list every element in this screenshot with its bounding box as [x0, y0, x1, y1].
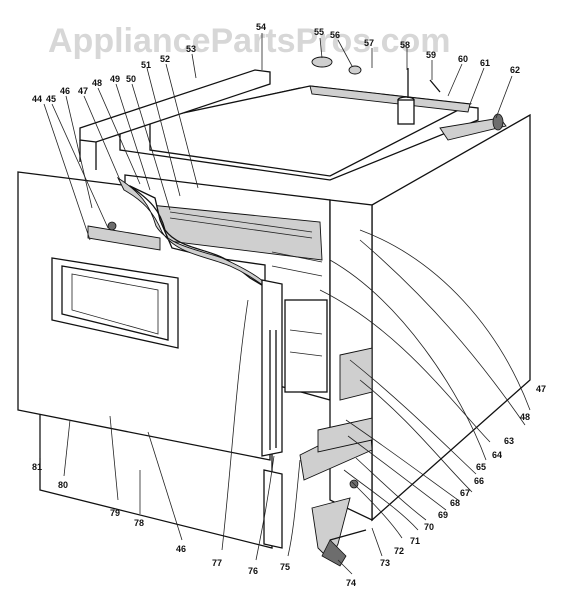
callout-56: 56: [330, 30, 340, 40]
callout-50: 50: [126, 74, 136, 84]
callout-48-right: 48: [520, 412, 530, 422]
callout-81: 81: [32, 462, 42, 472]
callout-79: 79: [110, 508, 120, 518]
callout-53: 53: [186, 44, 196, 54]
callout-80: 80: [58, 480, 68, 490]
callout-61: 61: [480, 58, 490, 68]
callout-52: 52: [160, 54, 170, 64]
callout-63: 63: [504, 436, 514, 446]
callout-72: 72: [394, 546, 404, 556]
callout-75: 75: [280, 562, 290, 572]
callout-46-bottom: 46: [176, 544, 186, 554]
cabinet-top-assembly: [79, 56, 507, 181]
callout-78: 78: [134, 518, 144, 528]
callout-60: 60: [458, 54, 468, 64]
callout-57: 57: [364, 38, 374, 48]
callout-49: 49: [110, 74, 120, 84]
callout-68: 68: [450, 498, 460, 508]
callout-59: 59: [426, 50, 436, 60]
callout-51: 51: [141, 60, 151, 70]
callout-44: 44: [32, 94, 42, 104]
watermark-logo: AppliancePartsPros.com: [48, 22, 450, 60]
callout-67: 67: [460, 488, 470, 498]
callout-54: 54: [256, 22, 266, 32]
callout-47-right: 47: [536, 384, 546, 394]
callout-47-top: 47: [78, 86, 88, 96]
oven-door: [17, 171, 283, 461]
leader-lines: [39, 33, 531, 575]
callout-71: 71: [410, 536, 420, 546]
callout-58: 58: [400, 40, 410, 50]
callout-74: 74: [346, 578, 356, 588]
callout-48: 48: [92, 78, 102, 88]
callout-73: 73: [380, 558, 390, 568]
callout-55: 55: [314, 27, 324, 37]
callout-70: 70: [424, 522, 434, 532]
callout-64: 64: [492, 450, 502, 460]
callout-69: 69: [438, 510, 448, 520]
callout-45: 45: [46, 94, 56, 104]
callout-66: 66: [474, 476, 484, 486]
callout-labels: 54 55 56 57 58 59 60 61 62 53 52 51 49 4…: [32, 22, 546, 588]
right-side-panel: [299, 113, 531, 522]
callout-77: 77: [212, 558, 222, 568]
callout-46-top: 46: [60, 86, 70, 96]
callout-62: 62: [510, 65, 520, 75]
callout-65: 65: [476, 462, 486, 472]
callout-76: 76: [248, 566, 258, 576]
